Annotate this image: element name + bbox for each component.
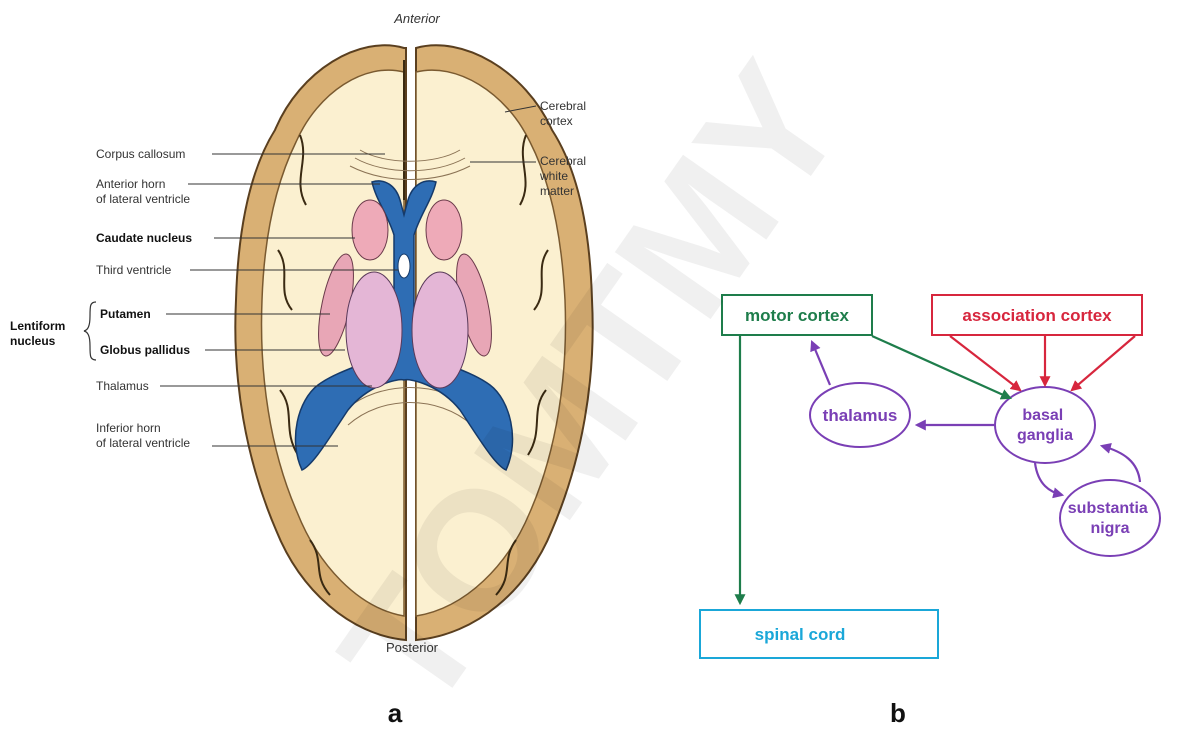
anterior-label: Anterior [393, 11, 440, 26]
inferior-horn-label: Inferior horn of lateral ventricle [96, 421, 190, 450]
arrow-thalamus-to-motor [812, 342, 830, 385]
lentiform-brace [84, 302, 96, 360]
thalamus-node-label: thalamus [823, 406, 898, 425]
right-thalamus [412, 272, 468, 388]
thalamus-label: Thalamus [96, 379, 149, 393]
caudate-nucleus-label: Caudate nucleus [96, 231, 192, 245]
lentiform-nucleus-label: Lentiform nucleus [10, 319, 69, 348]
arrow-assoc-right-to-basal [1072, 336, 1135, 390]
arrow-nigra-to-basal [1102, 446, 1140, 482]
substantia-nigra-node [1060, 480, 1160, 556]
putamen-label: Putamen [100, 307, 151, 321]
caption-b: b [890, 698, 906, 728]
left-thalamus [346, 272, 402, 388]
arrow-assoc-left-to-basal [950, 336, 1020, 390]
basal-ganglia-node [995, 387, 1095, 463]
arrow-basal-to-nigra [1035, 463, 1062, 495]
spinal-cord-label: spinal cord [755, 625, 846, 644]
third-ventricle-label: Third ventricle [96, 263, 172, 277]
corpus-callosum-label: Corpus callosum [96, 147, 185, 161]
left-caudate-nucleus [352, 200, 388, 260]
right-caudate-nucleus [426, 200, 462, 260]
panel-b-circuit: motor cortex association cortex basal ga… [700, 295, 1160, 728]
association-cortex-label: association cortex [962, 306, 1112, 325]
caption-a: a [388, 698, 403, 728]
circuit-arrows [740, 336, 1140, 603]
cerebral-white-matter-label: Cerebral white matter [539, 154, 589, 198]
anterior-horn-label: Anterior horn of lateral ventricle [96, 177, 190, 206]
cerebral-cortex-label: Cerebral cortex [540, 99, 589, 128]
third-ventricle [398, 254, 410, 278]
globus-pallidus-label: Globus pallidus [100, 343, 190, 357]
